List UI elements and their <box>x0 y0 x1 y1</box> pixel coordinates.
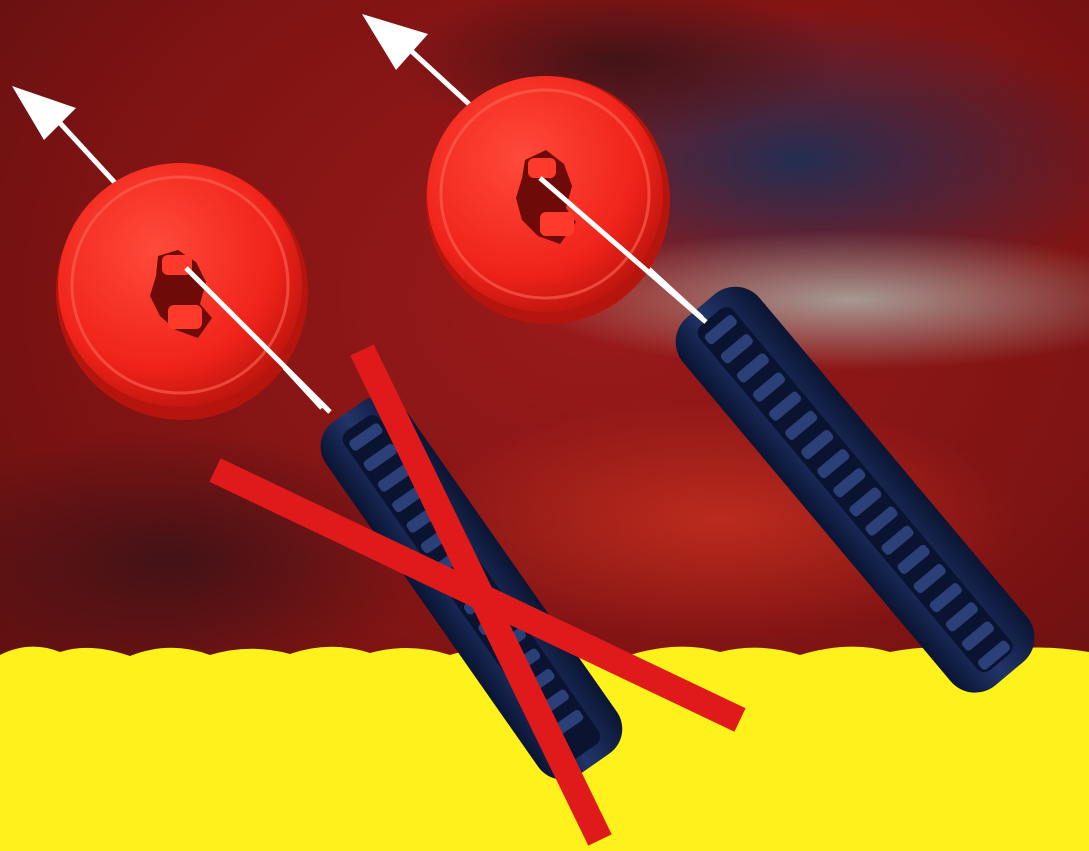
wheel-right <box>426 76 670 324</box>
wheel-left <box>56 163 308 420</box>
